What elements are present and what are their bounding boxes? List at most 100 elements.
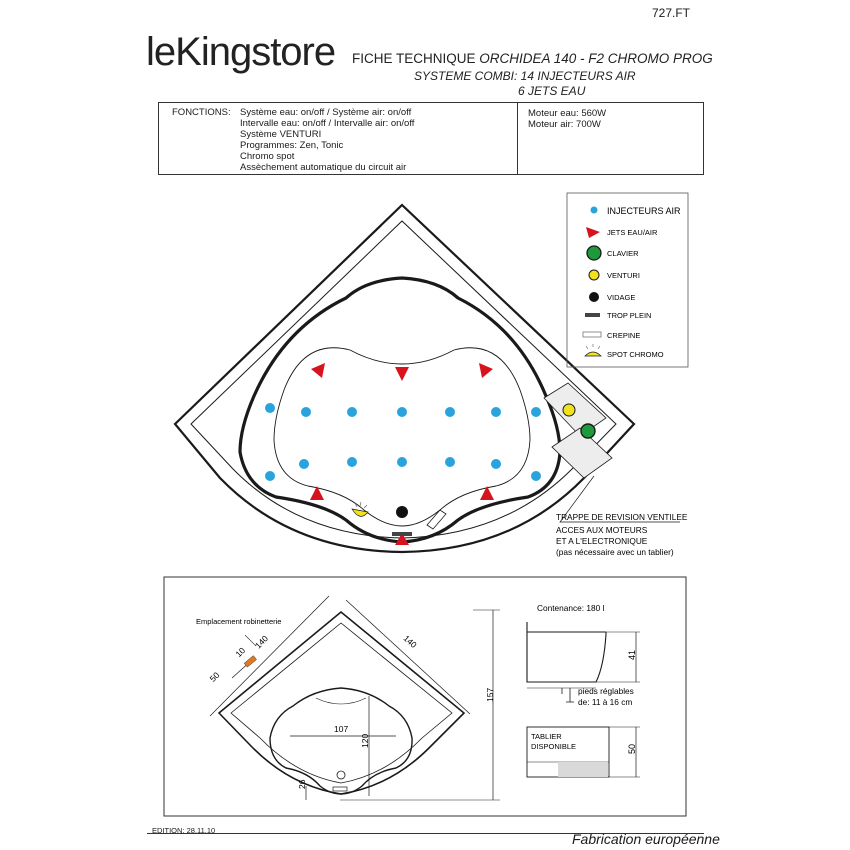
dim-line-140b <box>345 599 471 715</box>
dimension-panel-frame <box>163 576 687 817</box>
dim-label-140b: 140 <box>402 633 419 650</box>
legend-frame <box>566 192 689 368</box>
function-line: Système VENTURI <box>240 129 322 140</box>
injecteur-air-dot <box>347 407 357 417</box>
legend-panel: INJECTEURS AIR JETS EAU/AIR CLAVIER VENT… <box>566 192 689 368</box>
tablier-shading <box>558 762 608 777</box>
functions-divider <box>517 102 518 174</box>
jet-eau-air-triangle <box>395 533 409 545</box>
dim-label-50: 50 <box>208 670 222 684</box>
tablier-label-2: DISPONIBLE <box>531 742 576 751</box>
trappe-line: (pas nécessaire avec un tablier) <box>556 547 674 557</box>
injecteur-air-dot <box>265 403 275 413</box>
legend-label: JETS EAU/AIR <box>607 228 658 237</box>
elevation-labels: Contenance: 180 l 41 pieds réglables de:… <box>531 603 637 754</box>
function-line: Chromo spot <box>240 151 295 162</box>
injecteur-air-dot <box>445 407 455 417</box>
jets-line: 6 JETS EAU <box>518 84 586 98</box>
legend-label: CLAVIER <box>607 249 639 258</box>
function-line: Programmes: Zen, Tonic <box>240 140 344 151</box>
legend-label: TROP PLEIN <box>607 311 651 320</box>
functions-label: FONCTIONS: <box>172 107 231 118</box>
legend-green-circle-icon <box>586 245 602 261</box>
injecteur-air-dot <box>445 457 455 467</box>
adjustable-feet-icon <box>561 688 574 703</box>
pieds-label-1: pieds réglables <box>578 686 634 696</box>
motors-info: Moteur eau: 560W Moteur air: 700W <box>528 108 606 130</box>
jet-eau-air-triangle <box>310 486 324 500</box>
robinetterie-marker <box>243 655 257 668</box>
revision-trap-lower <box>551 427 613 479</box>
bath-plan-view <box>173 203 680 554</box>
dim-line-140a <box>209 595 330 717</box>
jet-eau-air-triangle <box>395 367 409 381</box>
legend-blue-dot-icon <box>590 206 598 214</box>
vidage-dot <box>396 506 408 518</box>
functions-box <box>158 102 704 175</box>
legend-label: INJECTEURS AIR <box>607 206 681 216</box>
jet-eau-air-triangle <box>480 486 494 500</box>
bath-dimension-plan <box>209 595 500 801</box>
jet-eau-air-triangle <box>479 363 493 378</box>
injecteur-air-dot <box>299 459 309 469</box>
dim-drain <box>336 770 346 780</box>
shell-outer <box>173 203 636 554</box>
contenance-label: Contenance: 180 l <box>537 603 605 613</box>
legend-gray-bar-icon <box>585 313 600 317</box>
function-line: Système eau: on/off / Système air: on/of… <box>240 107 412 118</box>
dimension-labels: Emplacement robinetterie 10 50 140 140 1… <box>196 617 495 789</box>
title-prefix: FICHE TECHNIQUE <box>352 51 480 66</box>
legend-black-dot-icon <box>589 292 599 302</box>
robinet-label: Emplacement robinetterie <box>196 617 281 626</box>
legend-red-triangle-icon <box>586 227 600 238</box>
dim-label-157: 157 <box>485 688 495 702</box>
edition-date: EDITION: 28.11.10 <box>152 826 216 835</box>
footer-rule <box>147 833 704 834</box>
dim-basin-rim <box>315 697 367 705</box>
dim-label-10: 10 <box>233 645 247 659</box>
venturi-circle <box>562 403 576 417</box>
legend-label: VENTURI <box>607 271 640 280</box>
shell-inner <box>190 220 617 539</box>
legend-rectangle-outline-icon <box>582 331 602 338</box>
injecteur-air-dot <box>531 407 541 417</box>
legend-spot-lamp-icon <box>584 344 602 357</box>
document-reference: 727.FT <box>652 6 691 20</box>
dim-shell-inner <box>230 622 453 784</box>
trappe-leader-line <box>559 475 680 523</box>
injecteur-air-dot <box>491 459 501 469</box>
trappe-line: ET A L'ELECTRONIQUE <box>556 536 648 546</box>
functions-list: Système eau: on/off / Système air: on/of… <box>240 107 414 173</box>
dim-basin <box>269 687 413 795</box>
injecteur-air-dot <box>347 457 357 467</box>
title-model: ORCHIDEA 140 - F2 CHROMO PROG <box>479 51 713 66</box>
injecteur-air-dot <box>265 471 275 481</box>
trappe-line: TRAPPE DE REVISION VENTILEE <box>556 512 688 522</box>
legend-label: VIDAGE <box>607 293 635 302</box>
dim-overflow <box>332 786 348 792</box>
trappe-note: TRAPPE DE REVISION VENTILEE ACCES AUX MO… <box>556 512 688 557</box>
water-jets <box>310 363 494 545</box>
injecteur-air-dot <box>397 457 407 467</box>
clavier-circle <box>580 423 596 439</box>
injecteur-air-dot <box>531 471 541 481</box>
injecteur-air-dot <box>491 407 501 417</box>
motor-air: Moteur air: 700W <box>528 119 601 130</box>
legend-label: SPOT CHROMO <box>607 350 664 359</box>
elevation-body <box>526 622 607 683</box>
injecteur-air-dot <box>397 407 407 417</box>
brand-logo-text: leKingstore <box>146 30 336 74</box>
trappe-line: ACCES AUX MOTEURS <box>556 525 648 535</box>
robinet-leader <box>244 634 257 647</box>
spot-chromo-icon <box>351 501 369 517</box>
dim-label-50b: 50 <box>627 744 637 754</box>
document-title: FICHE TECHNIQUE ORCHIDEA 140 - F2 CHROMO… <box>352 51 713 66</box>
legend-label: CREPINE <box>607 331 640 340</box>
dim-label-41: 41 <box>627 650 637 660</box>
air-injectors <box>265 403 541 481</box>
function-line: Intervalle eau: on/off / Intervalle air:… <box>240 118 415 129</box>
fabrication-label: Fabrication européenne <box>572 831 720 847</box>
system-line: SYSTEME COMBI: 14 INJECTEURS AIR <box>414 69 636 83</box>
dim-label-107: 107 <box>334 724 348 734</box>
